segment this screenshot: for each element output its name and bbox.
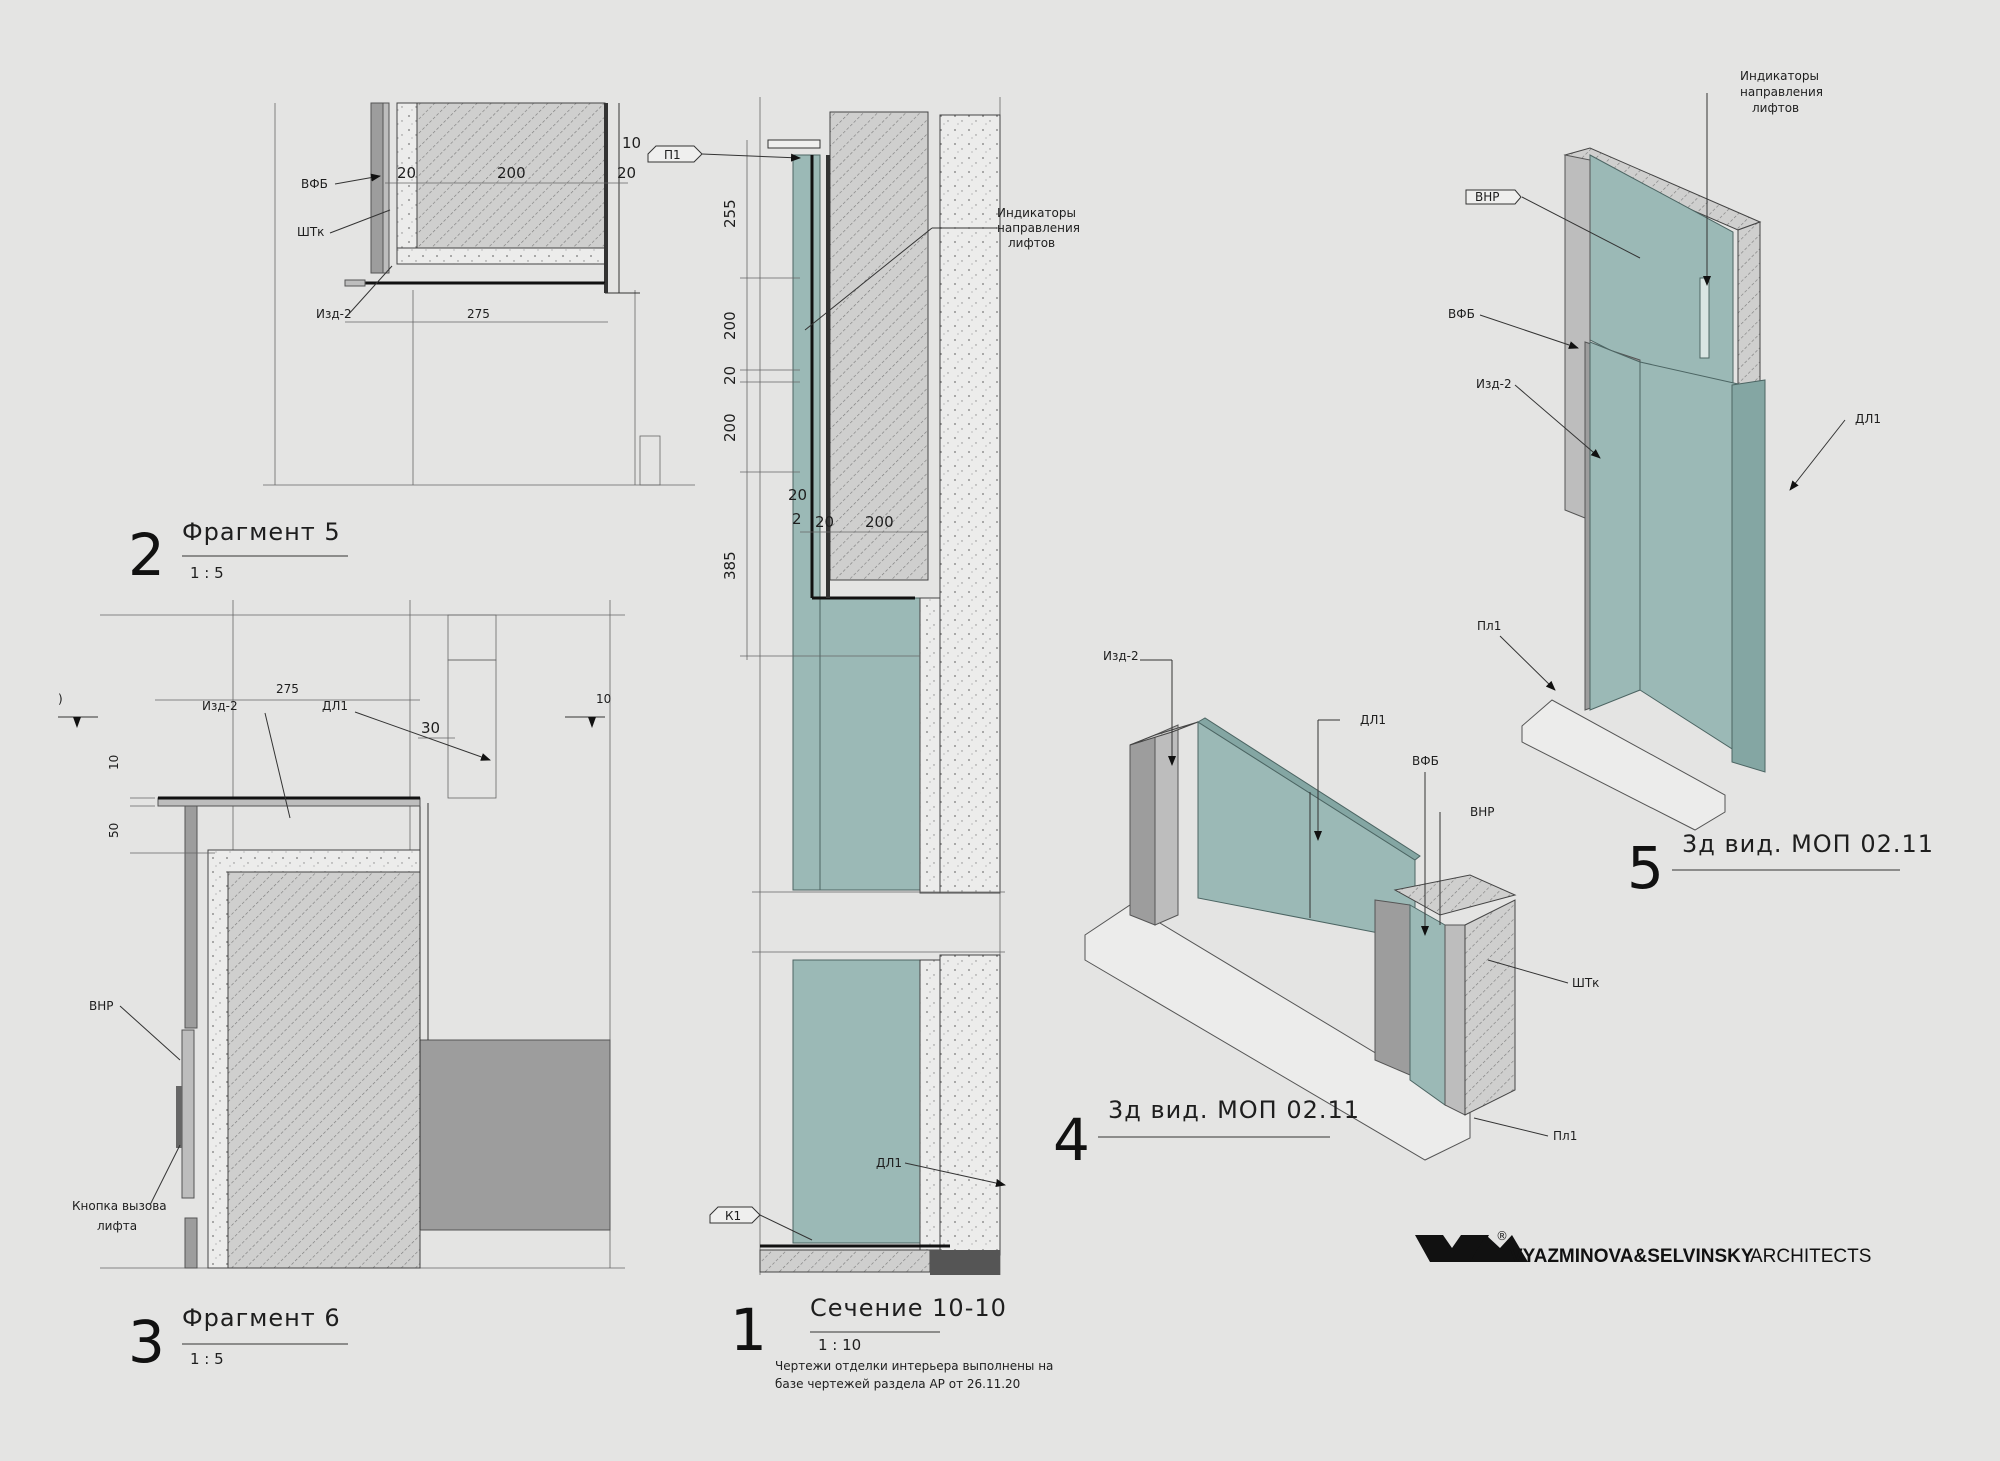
view-2-fragment-5: 20 200 20 10 275 ВФБ ШТк Изд-2 2 Фрагмен… — [128, 102, 695, 589]
level-mark-right: 10 — [596, 692, 611, 706]
label-dl1: ДЛ1 — [876, 1156, 902, 1170]
tag-k1-text: К1 — [725, 1209, 741, 1223]
indicator-label-2: направления — [997, 221, 1080, 235]
view-2-scale: 1 : 5 — [190, 564, 224, 582]
view-1-number: 1 — [730, 1296, 767, 1364]
view-4-title: 3д вид. МОП 02.11 — [1108, 1096, 1360, 1124]
dim-2: 2 — [792, 510, 802, 528]
dim-20-left: 20 — [397, 164, 416, 182]
dim-200: 200 — [497, 164, 526, 182]
view-1-scale: 1 : 10 — [818, 1336, 861, 1354]
dim-50: 50 — [107, 823, 121, 838]
dim-10: 10 — [107, 755, 121, 770]
label-dl1: ДЛ1 — [1855, 412, 1881, 426]
label-dl1: ДЛ1 — [322, 699, 348, 713]
label-shtk: ШТк — [1572, 976, 1599, 990]
dim-20-right: 20 — [617, 164, 636, 182]
view-5-3d: Индикаторы направления лифтов ВНР ВФБ Из… — [1448, 69, 1934, 902]
label-call-button-1: Кнопка вызова — [72, 1199, 167, 1213]
indicator-label-3: лифтов — [1008, 236, 1055, 250]
label-izd2: Изд-2 — [1476, 377, 1512, 391]
indicator-label-3: лифтов — [1752, 101, 1799, 115]
label-call-button-2: лифта — [97, 1219, 137, 1233]
view-3-number: 3 — [128, 1308, 165, 1376]
label-pl1: Пл1 — [1477, 619, 1501, 633]
dim-275: 275 — [467, 307, 490, 321]
label-vfb: ВФБ — [301, 177, 328, 191]
dim-385: 385 — [721, 551, 739, 580]
dim-275: 275 — [276, 682, 299, 696]
indicator-label-1: Индикаторы — [997, 206, 1076, 220]
view-2-number: 2 — [128, 521, 165, 589]
view-4-3d: Изд-2 ДЛ1 ВФБ ВНР ШТк Пл1 4 3д вид. МОП … — [1053, 649, 1599, 1174]
dim-200-upper: 200 — [721, 311, 739, 340]
logo-registered-mark: ® — [1496, 1229, 1508, 1243]
label-vfb: ВФБ — [1448, 307, 1475, 321]
tag-p1-text: П1 — [664, 148, 681, 162]
dim-10: 10 — [622, 134, 641, 152]
label-pl1: Пл1 — [1553, 1129, 1577, 1143]
dim-30: 30 — [421, 719, 440, 737]
view-3-fragment-6: 275 30 10 50 ) 10 Изд-2 ДЛ1 ВНР Кнопка в… — [58, 600, 625, 1376]
label-vnr: ВНР — [89, 999, 114, 1013]
view-3-scale: 1 : 5 — [190, 1350, 224, 1368]
tag-vnr — [1465, 189, 1522, 205]
view-1-note-1: Чертежи отделки интерьера выполнены на — [775, 1359, 1053, 1373]
tag-vnr-text: ВНР — [1475, 190, 1500, 204]
view-3-title: Фрагмент 6 — [182, 1304, 341, 1332]
view-5-number: 5 — [1627, 834, 1664, 902]
logo-name-bold: VYAZMINOVA&SELVINSKY — [1510, 1246, 1754, 1267]
view-2-title: Фрагмент 5 — [182, 518, 341, 546]
tag-k1 — [709, 1206, 761, 1224]
view-1-section-10-10: 255 200 20 200 385 20 2 20 200 П1 К1 Инд… — [647, 97, 1080, 1391]
label-izd2: Изд-2 — [202, 699, 238, 713]
label-dl1: ДЛ1 — [1360, 713, 1386, 727]
indicator-label-1: Индикаторы — [1740, 69, 1819, 83]
label-izd2: Изд-2 — [1103, 649, 1139, 663]
label-izd2: Изд-2 — [316, 307, 352, 321]
label-shtk: ШТк — [297, 225, 324, 239]
dim-20-b: 20 — [788, 486, 807, 504]
tag-p1 — [647, 145, 703, 163]
dim-255: 255 — [721, 199, 739, 228]
label-vfb: ВФБ — [1412, 754, 1439, 768]
view-4-number: 4 — [1053, 1106, 1090, 1174]
level-mark-left: ) — [58, 692, 63, 706]
view-1-title: Сечение 10-10 — [810, 1294, 1007, 1322]
dim-20-upper: 20 — [721, 366, 739, 385]
dim-200-c: 200 — [865, 513, 894, 531]
view-1-note-2: базе чертежей раздела АР от 26.11.20 — [775, 1377, 1020, 1391]
dim-200-lower: 200 — [721, 413, 739, 442]
view-5-title: 3д вид. МОП 02.11 — [1682, 830, 1934, 858]
label-vnr: ВНР — [1470, 805, 1495, 819]
firm-logo: VYAZMINOVA&SELVINSKY ARCHITECTS ® — [1415, 1229, 1871, 1267]
indicator-label-2: направления — [1740, 85, 1823, 99]
dim-20-c: 20 — [815, 513, 834, 531]
logo-name-light: ARCHITECTS — [1750, 1246, 1871, 1267]
